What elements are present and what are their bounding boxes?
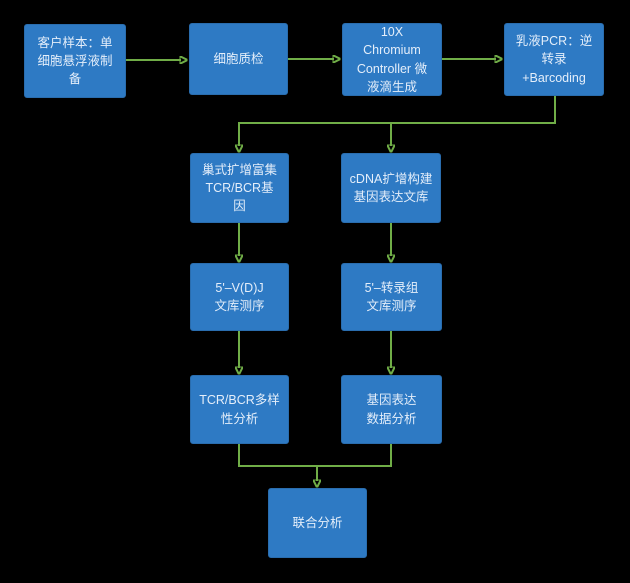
node-chromium-droplet-label: 10X Chromium Controller 微 液滴生成 — [356, 25, 428, 94]
node-rna-sequencing: 5'–转录组 文库测序 — [341, 263, 442, 331]
node-cdna-library-label: cDNA扩增构建 基因表达文库 — [349, 171, 433, 204]
node-vdj-sequencing: 5'–V(D)J 文库测序 — [190, 263, 289, 331]
connector-converge — [238, 444, 392, 467]
arrow-pcr-to-nested-amp — [239, 96, 556, 146]
node-joint-analysis: 联合分析 — [268, 488, 367, 558]
node-sample-prep-label: 客户样本：单 细胞悬浮液制 备 — [37, 35, 113, 87]
node-tcr-bcr-diversity-label: TCR/BCR多样 性分析 — [199, 393, 280, 426]
node-emulsion-pcr-label: 乳液PCR：逆 转录 +Barcoding — [515, 34, 593, 85]
node-gene-exp-analysis-label: 基因表达 数据分析 — [366, 393, 417, 426]
node-tcr-bcr-diversity: TCR/BCR多样 性分析 — [190, 375, 289, 444]
node-rna-sequencing-label: 5'–转录组 文库测序 — [364, 280, 419, 313]
node-emulsion-pcr: 乳液PCR：逆 转录 +Barcoding — [504, 23, 604, 96]
node-cdna-library: cDNA扩增构建 基因表达文库 — [341, 153, 441, 223]
node-joint-analysis-label: 联合分析 — [292, 515, 343, 530]
node-cell-qc: 细胞质检 — [189, 23, 288, 95]
node-sample-prep: 客户样本：单 细胞悬浮液制 备 — [24, 24, 126, 98]
node-cell-qc-label: 细胞质检 — [213, 51, 264, 66]
node-nested-amp-tcr-bcr: 巢式扩增富集 TCR/BCR基 因 — [190, 153, 289, 223]
node-vdj-sequencing-label: 5'–V(D)J 文库测序 — [214, 280, 265, 313]
node-gene-exp-analysis: 基因表达 数据分析 — [341, 375, 442, 444]
node-nested-amp-label: 巢式扩增富集 TCR/BCR基 因 — [201, 162, 277, 214]
node-chromium-droplet: 10X Chromium Controller 微 液滴生成 — [342, 23, 442, 96]
